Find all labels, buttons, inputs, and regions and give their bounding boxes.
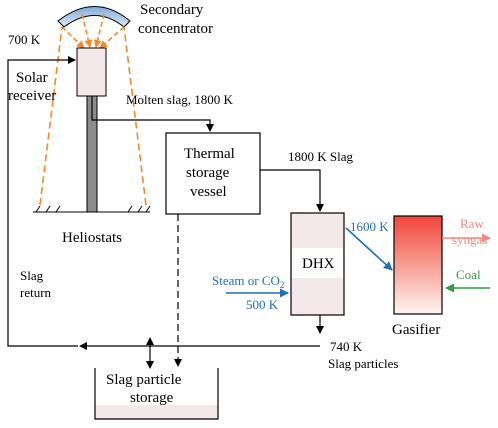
slag-particles-label: Slag particles	[328, 356, 398, 371]
ground-line	[33, 205, 151, 213]
gasifier-box	[393, 215, 443, 315]
steam-co2-label: Steam or CO2	[212, 273, 284, 290]
thermal-storage-label-2: storage	[186, 165, 230, 181]
thermal-storage-label-1: Thermal	[184, 146, 235, 162]
raw-syngas-label-2: syngas	[452, 232, 487, 247]
temp-500k-label: 500 K	[246, 297, 279, 312]
temp-740k-label: 740 K	[330, 339, 363, 354]
molten-slag-line	[91, 96, 214, 132]
solar-receiver-label-2: receiver	[8, 88, 56, 104]
slag-return-line	[7, 56, 78, 347]
secondary-concentrator-label-1: Secondary	[140, 2, 204, 18]
heliostat-rays	[39, 26, 147, 206]
thermal-storage-vessel	[165, 132, 261, 215]
molten-slag-label: Molten slag, 1800 K	[126, 92, 233, 107]
solar-receiver-box	[76, 47, 107, 97]
slag-storage-label-1: Slag particle	[106, 372, 182, 388]
dhx-label: DHX	[302, 256, 335, 272]
solar-rays	[61, 13, 125, 49]
coal-label: Coal	[456, 267, 481, 282]
raw-syngas-label-1: Raw	[460, 216, 484, 231]
heliostats-label: Heliostats	[62, 230, 122, 246]
temp-700k-label: 700 K	[8, 32, 41, 47]
secondary-concentrator-shape	[57, 6, 131, 28]
dhx-inner-band	[292, 248, 343, 278]
thermal-storage-label-3: vessel	[190, 184, 227, 200]
solar-receiver-label-1: Solar	[16, 70, 48, 86]
slag-return-label-1: Slag	[20, 268, 44, 283]
gasifier-label: Gasifier	[392, 322, 440, 338]
slag-return-label-2: return	[20, 285, 52, 300]
slag-1800k-label: 1800 K Slag	[288, 149, 354, 164]
secondary-concentrator-label-2: concentrator	[138, 21, 213, 37]
slag-storage-label-2: storage	[130, 390, 174, 406]
temp-1600k-label: 1600 K	[350, 219, 389, 234]
slag-storage-container	[94, 368, 219, 420]
hot-flow-arrow	[345, 227, 393, 271]
slag-1800k-line	[260, 169, 324, 212]
